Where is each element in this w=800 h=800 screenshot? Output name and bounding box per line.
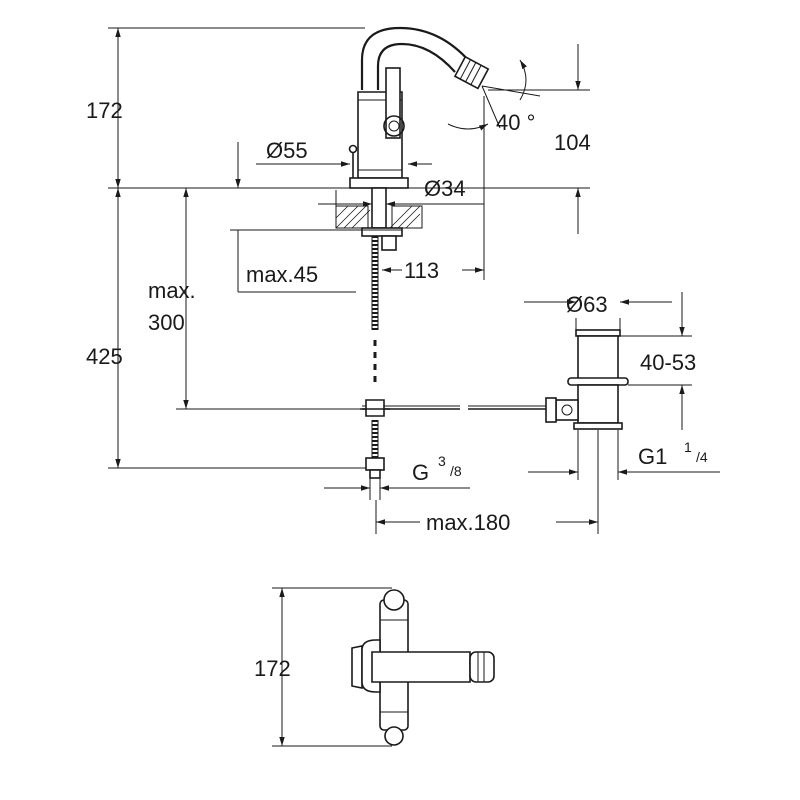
waste-assembly: [545, 329, 629, 430]
label-max-300-b: 300: [148, 310, 185, 335]
dim-angle: [519, 59, 527, 101]
spout-nozzle: [453, 55, 490, 90]
connector-nut: [365, 457, 385, 471]
label-max-45: max.45: [246, 262, 318, 287]
label-g114-den: /4: [696, 449, 708, 465]
label-dia-63: Ø63: [566, 292, 608, 317]
faucet-side-view: [348, 26, 490, 189]
label-g38-den: /8: [450, 463, 462, 479]
braided-hose: [365, 236, 385, 479]
label-g114: G1: [638, 444, 667, 469]
spout-outer: [360, 26, 471, 90]
mounting-nut: [361, 227, 403, 237]
label-dia-55: Ø55: [266, 138, 308, 163]
label-g38: G: [412, 460, 429, 485]
spout-inner: [376, 42, 456, 90]
label-104: 104: [554, 130, 591, 155]
faucet-top-view: [351, 589, 495, 746]
popup-linkage: [360, 399, 550, 417]
label-max-300-a: max.: [148, 278, 196, 303]
waste-side-port: [555, 399, 579, 421]
label-172-top: 172: [254, 656, 291, 681]
lever-handle: [385, 67, 401, 139]
handle-knob: [383, 115, 405, 137]
label-max-180: max.180: [426, 510, 510, 535]
label-dia-34: Ø34: [424, 176, 466, 201]
top-nozzle: [469, 651, 495, 683]
label-113: 113: [404, 258, 439, 283]
label-angle: 40 °: [496, 110, 535, 135]
label-172: 172: [86, 98, 123, 123]
rosette: [349, 177, 409, 189]
label-g38-num: 3: [438, 453, 446, 469]
label-425: 425: [86, 344, 123, 369]
label-40-53: 40-53: [640, 350, 696, 375]
label-g114-num: 1: [684, 439, 692, 455]
